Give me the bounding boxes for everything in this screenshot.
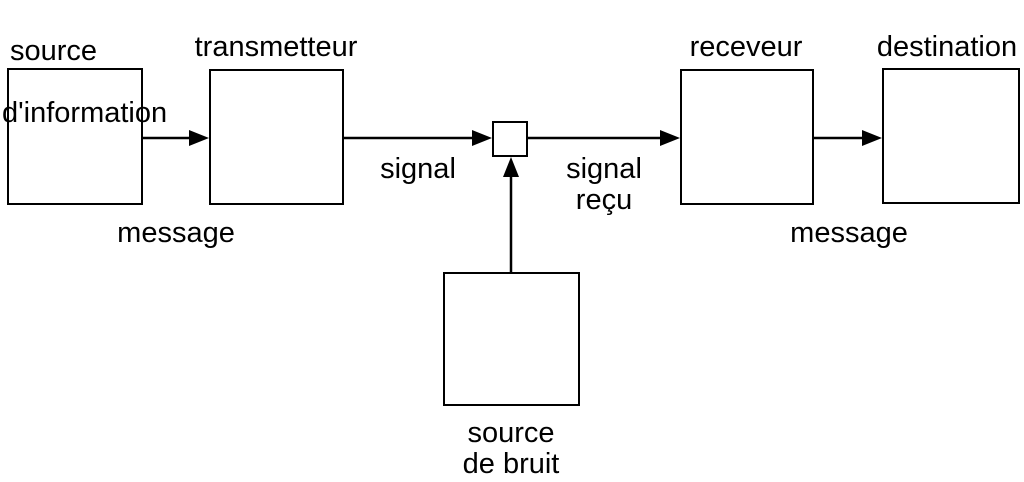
message-right-label: message — [790, 217, 908, 249]
arrow-source-to-transmitter-head — [189, 130, 209, 146]
noise-junction-box — [492, 121, 528, 157]
receiver-box — [680, 69, 814, 205]
receiver-label: receveur — [689, 31, 803, 63]
transmitter-label: transmetteur — [194, 31, 358, 63]
arrow-transmitter-to-junction-head — [472, 130, 492, 146]
source-information-label-line1: source — [10, 35, 98, 67]
transmitter-box — [209, 69, 344, 205]
arrow-junction-to-receiver-head — [660, 130, 680, 146]
destination-box — [882, 68, 1020, 204]
signal-label: signal — [380, 153, 456, 185]
noise-source-box — [443, 272, 580, 406]
destination-label: destination — [876, 31, 1018, 63]
arrow-noise-to-junction-head — [503, 157, 519, 177]
source-information-box — [7, 68, 143, 205]
noise-source-label: source de bruit — [462, 417, 560, 480]
source-information-label-line2: d'information — [2, 97, 168, 129]
source-information-label: source d'information — [2, 5, 167, 160]
arrow-receiver-to-destination-head — [862, 130, 882, 146]
signal-received-label: signal reçu — [566, 153, 642, 216]
message-left-label: message — [117, 217, 235, 249]
